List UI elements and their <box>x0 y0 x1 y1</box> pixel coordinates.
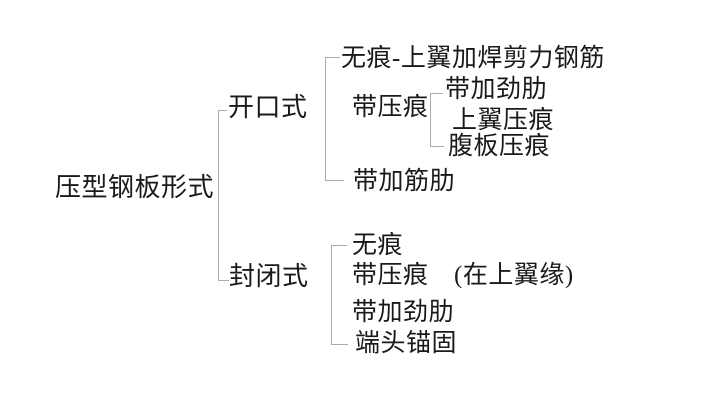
bracket-open-type-vertical-line <box>325 57 326 181</box>
node-closed-with-indent-top-flange: 带压痕 (在上翼缘) <box>352 262 574 289</box>
bracket-open-type-top-tick-line <box>326 57 340 58</box>
node-open-with-stiffening-rib: 带加筋肋 <box>353 168 456 195</box>
bracket-open-type-bottom-tick-line <box>326 180 344 181</box>
bracket-closed-type-vertical-line <box>331 245 332 345</box>
bracket-indent-vertical-line <box>430 93 431 147</box>
node-closed-no-indent: 无痕 <box>352 232 404 259</box>
node-closed-with-stiffener: 带加劲肋 <box>352 299 455 326</box>
bracket-indent-bottom-tick-line <box>431 146 444 147</box>
bracket-closed-type-top-tick-line <box>332 245 347 246</box>
bracket-level1-top-tick-line <box>219 110 227 111</box>
node-indent-web: 腹板压痕 <box>448 133 551 160</box>
bracket-closed-type-bottom-tick-line <box>332 344 348 345</box>
node-open-with-indent: 带压痕 <box>352 94 429 121</box>
node-open-type: 开口式 <box>228 93 308 122</box>
bracket-indent-top-tick-line <box>431 93 443 94</box>
node-closed-end-anchorage: 端头锚固 <box>355 330 458 357</box>
bracket-level1-bottom-tick-line <box>219 280 229 281</box>
node-root: 压型钢板形式 <box>55 173 215 202</box>
bracket-level1-vertical-line <box>218 110 219 281</box>
node-open-no-indent-welded-shear-rebar: 无痕-上翼加焊剪力钢筋 <box>341 45 605 72</box>
node-closed-type: 封闭式 <box>229 262 309 291</box>
node-indent-stiffener: 带加劲肋 <box>445 76 548 103</box>
node-indent-top-flange: 上翼压痕 <box>452 107 555 134</box>
